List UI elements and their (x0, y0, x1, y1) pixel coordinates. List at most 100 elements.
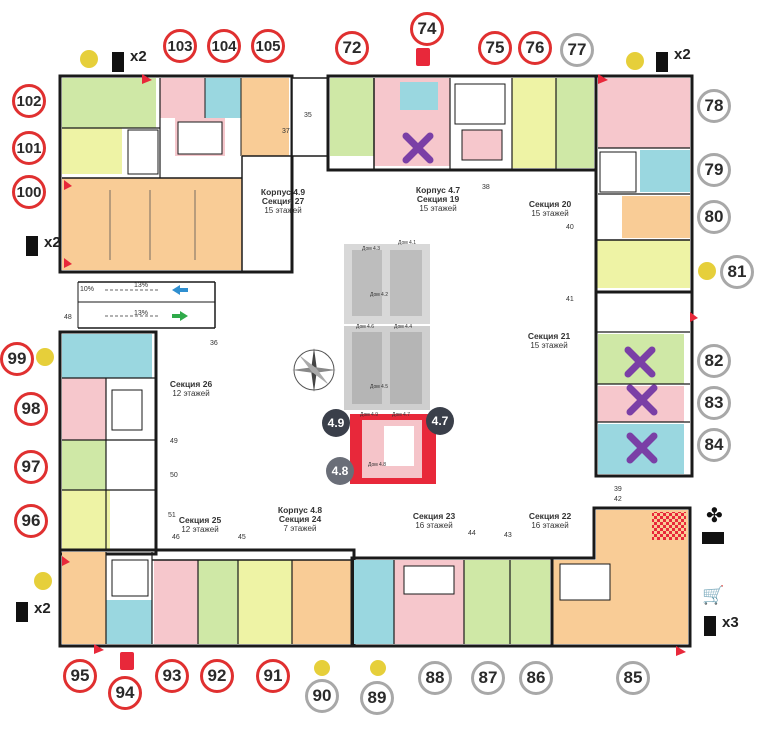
unit-97[interactable]: 97 (14, 450, 48, 484)
dimension-label: 51 (168, 512, 176, 519)
unit-99[interactable]: 99 (0, 342, 34, 376)
minimap-label: Дом 4.9 (360, 412, 379, 418)
unit-84[interactable]: 84 (697, 428, 731, 462)
dimension-label: 44 (468, 530, 476, 537)
unit-78[interactable]: 78 (697, 89, 731, 123)
unit-74[interactable]: 74 (410, 12, 444, 46)
unit-93[interactable]: 93 (155, 659, 189, 693)
unit-92[interactable]: 92 (200, 659, 234, 693)
unit-90[interactable]: 90 (305, 679, 339, 713)
unit-80[interactable]: 80 (697, 200, 731, 234)
unit-79[interactable]: 79 (697, 153, 731, 187)
unavailable-markers (402, 132, 658, 464)
drink-icon (416, 48, 430, 66)
restaurant-icon (626, 52, 644, 70)
unit-89[interactable]: 89 (360, 681, 394, 715)
building-4-9 (58, 74, 294, 274)
dimension-label: 35 (304, 112, 312, 119)
dimension-label: 37 (282, 128, 290, 135)
unit-85[interactable]: 85 (616, 661, 650, 695)
unit-102[interactable]: 102 (12, 84, 46, 118)
minimap-label: Дом 4.6 (356, 324, 375, 330)
unit-88[interactable]: 88 (418, 661, 452, 695)
dimension-label: 45 (238, 534, 246, 541)
minimap-label: Дом 4.8 (368, 462, 387, 468)
unit-86[interactable]: 86 (519, 661, 553, 695)
door-multiplier: x3 (722, 614, 739, 631)
dimension-label: 50 (170, 472, 178, 479)
building-bottom-left (58, 548, 356, 648)
unit-77[interactable]: 77 (560, 33, 594, 67)
restaurant-icon (698, 262, 716, 280)
unit-105[interactable]: 105 (251, 29, 285, 63)
minimap-label: Дом 4.2 (370, 292, 389, 298)
restaurant-icon (370, 660, 386, 676)
minimap-label: Дом 4.1 (398, 240, 417, 246)
corpus-badge-4-9: 4.9 (322, 409, 350, 437)
unit-104[interactable]: 104 (207, 29, 241, 63)
unit-82[interactable]: 82 (697, 344, 731, 378)
restaurant-icon (80, 50, 98, 68)
unit-81[interactable]: 81 (720, 255, 754, 289)
ramp-slope-left: 10% (80, 286, 95, 293)
door-multiplier: x2 (130, 48, 147, 65)
dimension-label: 41 (566, 296, 574, 303)
unit-95[interactable]: 95 (63, 659, 97, 693)
unit-96[interactable]: 96 (14, 504, 48, 538)
unit-87[interactable]: 87 (471, 661, 505, 695)
door-multiplier: x2 (674, 46, 691, 63)
unit-101[interactable]: 101 (12, 131, 46, 165)
restaurant-icon (34, 572, 52, 590)
unit-75[interactable]: 75 (478, 31, 512, 65)
ventilation-icon: ✤ (706, 505, 723, 527)
building-left (58, 330, 158, 556)
minimap-label: Дом 4.4 (394, 324, 413, 330)
unit-72[interactable]: 72 (335, 31, 369, 65)
dimension-label: 38 (482, 184, 490, 191)
restaurant-icon (314, 660, 330, 676)
unit-91[interactable]: 91 (256, 659, 290, 693)
compass-icon (292, 348, 336, 392)
dimension-label: 40 (566, 224, 574, 231)
door-icon (112, 52, 124, 72)
door-icon (656, 52, 668, 72)
dimension-label: 48 (64, 314, 72, 321)
passage-top (291, 77, 329, 157)
corpus-badge-4-7: 4.7 (426, 407, 454, 435)
minimap-label: Дом 4.5 (370, 384, 389, 390)
minimap-label: Дом 4.7 (392, 412, 411, 418)
door-icon (16, 602, 28, 622)
unit-98[interactable]: 98 (14, 392, 48, 426)
building-right-top (594, 74, 694, 294)
building-bottom-right (550, 506, 692, 648)
minimap-label: Дом 4.3 (362, 246, 381, 252)
unit-100[interactable]: 100 (12, 175, 46, 209)
drink-icon (120, 652, 134, 670)
unit-76[interactable]: 76 (518, 31, 552, 65)
ramp-area (77, 281, 216, 329)
entrance-flags (62, 74, 698, 656)
unit-83[interactable]: 83 (697, 386, 731, 420)
door-multiplier: x2 (44, 234, 61, 251)
unit-103[interactable]: 103 (163, 29, 197, 63)
location-minimap (344, 244, 436, 484)
ramp-slope-up: 13% (134, 282, 149, 289)
dimension-label: 39 (614, 486, 622, 493)
truck-icon (702, 532, 724, 544)
restaurant-icon (36, 348, 54, 366)
dimension-label: 43 (504, 532, 512, 539)
building-4-7 (326, 74, 598, 172)
unit-94[interactable]: 94 (108, 676, 142, 710)
dimension-label: 36 (210, 340, 218, 347)
ramp-slope-down: 13% (134, 310, 149, 317)
cart-icon: 🛒 (702, 585, 725, 605)
dimension-label: 42 (614, 496, 622, 503)
